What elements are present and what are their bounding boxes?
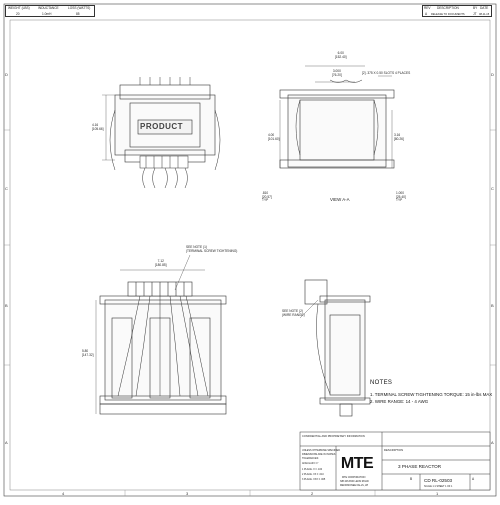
- specs-col-weight: WEIGHT (LBS): [8, 6, 30, 10]
- front-view: [95, 254, 227, 415]
- zone-right-b: B: [491, 303, 494, 308]
- rev-col-desc: DESCRIPTION: [437, 6, 459, 10]
- tb-tol-6: 3 PLACE .XXX ± .005: [302, 478, 326, 481]
- dim-center-height: 4.00 [101.60]: [268, 133, 280, 141]
- mte-logo: MTE: [340, 455, 374, 472]
- zone-left-a: A: [5, 440, 8, 445]
- dim-slots: [2] .375 X 0.50 SLOTS 4 PLACES: [362, 71, 411, 75]
- specs-val-loss: 85: [76, 11, 80, 16]
- rev-val-rev: A: [425, 11, 428, 16]
- dim-left-height: 4.16 [105.66]: [92, 123, 104, 131]
- tb-company-0: MTE CORPORATION: [342, 476, 366, 479]
- tb-tol-2: TOLERANCES:: [302, 457, 319, 460]
- zone-bottom-2: 2: [311, 491, 314, 496]
- dim-side-left: .810 [20.57] TYP: [262, 191, 272, 203]
- zone-left-d: D: [5, 72, 8, 77]
- tb-proprietary: CONFIDENTIAL AND PROPRIETARY INFORMATION: [302, 435, 365, 438]
- tb-company-1: N83 W13330 LEON ROAD: [340, 480, 369, 483]
- dim-right-height: 3.16 [80.26]: [394, 133, 404, 141]
- dim-inner-width: 3.000 [76.20]: [332, 69, 342, 77]
- top-view: [102, 77, 221, 189]
- view-aa-label: VIEW A-A: [330, 197, 350, 202]
- zone-left-c: C: [5, 186, 8, 191]
- tb-size: B: [410, 477, 413, 481]
- specs-col-inductance: INDUCTANCE: [38, 6, 59, 10]
- tb-tol-5: 2 PLACE .XX ± .010: [302, 473, 324, 476]
- rev-col-by: BY: [473, 6, 478, 10]
- product-label-box: [137, 119, 193, 135]
- tb-part-number: CD RL-02503: [424, 478, 453, 483]
- zone-bottom-4: 4: [62, 491, 65, 496]
- inner-frame: [9, 19, 491, 491]
- zone-right-d: D: [491, 72, 494, 77]
- specs-col-loss: LOSS (WATTS): [68, 6, 91, 10]
- notes-title: NOTES: [370, 380, 393, 386]
- tb-tol-0: UNLESS OTHERWISE SPECIFIED: [302, 449, 340, 452]
- rev-col-date: DATE: [480, 6, 489, 10]
- tb-description-label: DESCRIPTION: [384, 448, 404, 452]
- side-view: [279, 65, 395, 169]
- specs-table: WEIGHT (LBS) INDUCTANCE LOSS (WATTS) 20 …: [5, 5, 95, 17]
- note-1: 1. TERMINAL SCREW TIGHTENING TORQUE: 15 …: [370, 392, 493, 397]
- dim-front-height: 5.80 [147.32]: [82, 349, 94, 357]
- zone-left-b: B: [5, 303, 8, 308]
- tb-rev: A: [472, 477, 475, 481]
- rev-val-date: 08-11-15: [479, 12, 490, 16]
- tb-tol-3: ANGULAR ± 1°: [302, 462, 319, 465]
- title-block: [299, 431, 491, 491]
- tb-tol-4: 1 PLACE .X ± .100: [302, 468, 323, 471]
- rev-val-by: JT: [473, 11, 477, 16]
- small-side-view: [299, 279, 371, 417]
- specs-val-weight: 20: [16, 11, 20, 16]
- callout-note-2: SEE NOTE (2) (WIRE RANGE): [282, 309, 305, 317]
- product-label: PRODUCT: [140, 122, 184, 131]
- dim-side-right: 1.000 [25.40] TYP: [396, 191, 406, 203]
- revision-table: REV DESCRIPTION BY DATE A RELEASE TO DOC…: [422, 5, 492, 17]
- zone-right-c: C: [491, 186, 494, 191]
- rev-col-rev: REV: [424, 6, 431, 10]
- tb-company-2: MENOMONEE FALLS, WI: [340, 484, 369, 487]
- zone-bottom-1: 1: [436, 491, 439, 496]
- zone-bottom-3: 3: [186, 491, 189, 496]
- dim-front-width: 7.12 [180.85]: [155, 259, 167, 267]
- specs-val-inductance: 1.0mH: [42, 11, 52, 16]
- dim-top-width: 6.00 [152.40]: [335, 51, 347, 59]
- outer-frame: [3, 3, 497, 497]
- callout-note-1: SEE NOTE (1) (TERMINAL SCREW TIGHTENING): [186, 245, 238, 253]
- tb-description: 3 PHASE REACTOR: [398, 464, 442, 469]
- zone-right-a: A: [491, 440, 494, 445]
- rev-val-desc: RELEASE TO DOCUMENTS: [431, 12, 465, 16]
- tb-tol-1: DIMENSIONS ARE IN INCHES: [302, 453, 336, 456]
- note-2: 2. WIRE RANGE: 14 - 4 AWG: [370, 399, 429, 404]
- tb-scale: SCALE 1:1 SHEET 1 OF 1: [424, 485, 453, 488]
